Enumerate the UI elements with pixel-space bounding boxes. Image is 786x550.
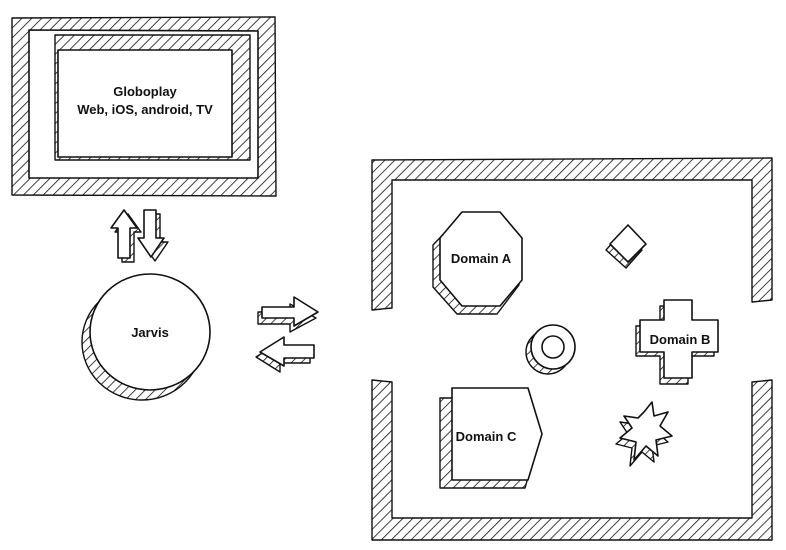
client-device-box: Globoplay Web, iOS, android, TV: [11, 16, 277, 197]
domain-b-label: Domain B: [650, 332, 711, 347]
bidirectional-arrows-icon: [255, 296, 319, 373]
up-down-arrows-icon: [110, 209, 169, 263]
jarvis-node: Jarvis: [81, 273, 211, 401]
client-subtitle: Web, iOS, android, TV: [77, 102, 213, 117]
diamond-shape: [605, 224, 647, 269]
domain-c: Domain C: [439, 387, 543, 489]
domain-a-label: Domain A: [451, 251, 512, 266]
domain-c-label: Domain C: [456, 429, 517, 444]
client-title: Globoplay: [113, 84, 177, 99]
domain-a: Domain A: [432, 211, 523, 315]
domain-b: Domain B: [635, 299, 719, 385]
ring-shape: [525, 324, 576, 375]
jarvis-label: Jarvis: [131, 325, 169, 340]
star-shape: [615, 401, 673, 467]
domain-boundary: [371, 157, 773, 541]
